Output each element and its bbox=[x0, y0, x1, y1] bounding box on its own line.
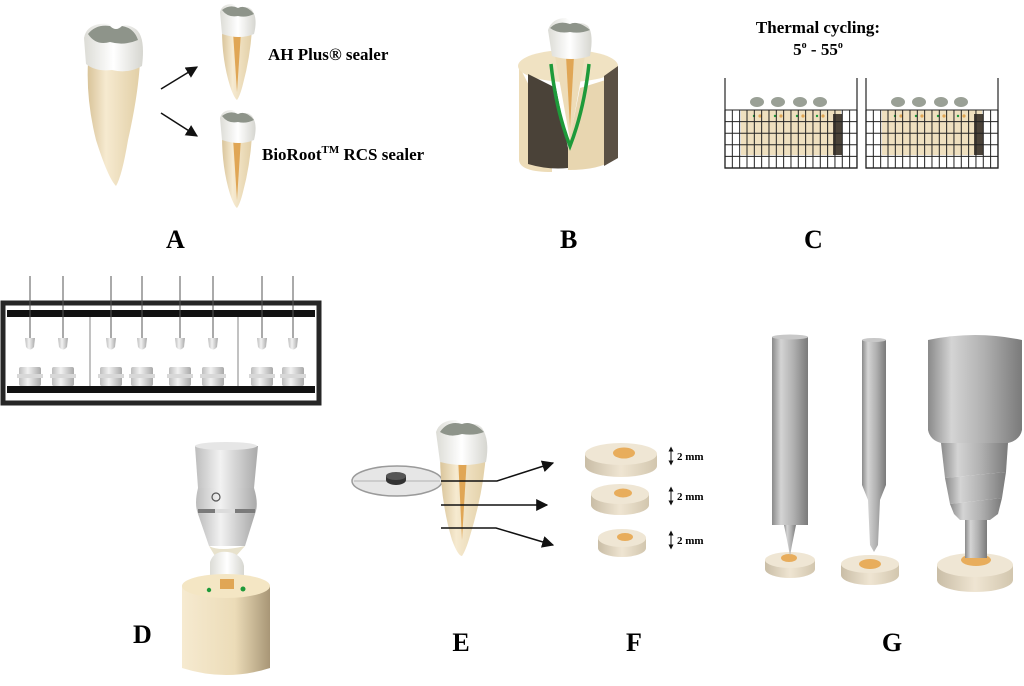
simulator-station bbox=[98, 276, 124, 386]
plunger-thin bbox=[765, 334, 815, 578]
tooth-crown bbox=[750, 97, 764, 107]
simulator-station bbox=[167, 276, 193, 386]
canal-dot bbox=[942, 114, 946, 118]
panel-letter-d: D bbox=[133, 620, 152, 649]
sealer-dot bbox=[773, 114, 777, 118]
panel-c: Thermal cycling: 5o - 55o C bbox=[724, 18, 999, 254]
panel-letter-e: E bbox=[452, 628, 469, 657]
simulator-stations bbox=[17, 276, 306, 386]
panel-f: 2 mm 2 mm 2 mm F bbox=[585, 443, 704, 657]
thermal-bath-cold bbox=[724, 78, 858, 169]
ahplus-label: AH Plus® sealer bbox=[268, 45, 389, 64]
thermal-bath-hot bbox=[865, 78, 999, 169]
block-shadow bbox=[833, 114, 842, 155]
panel-letter-f: F bbox=[626, 628, 642, 657]
thermal-cycling-range: 5o - 55o bbox=[793, 40, 843, 59]
diamond-disc-illustration bbox=[351, 465, 443, 497]
canal-dot bbox=[821, 114, 825, 118]
plunger-medium bbox=[841, 338, 899, 585]
sealer-dot bbox=[815, 114, 819, 118]
holder-ring bbox=[200, 374, 226, 378]
holder-ring bbox=[50, 374, 76, 378]
panel-b: B bbox=[518, 18, 618, 254]
bioroot-label: BioRootTM RCS sealer bbox=[262, 144, 425, 164]
holder-ring bbox=[249, 374, 275, 378]
sectioned-tooth-illustration bbox=[436, 420, 488, 556]
root-slice: 2 mm bbox=[598, 529, 704, 557]
antagonist-tip bbox=[106, 338, 116, 350]
holder-ring bbox=[129, 374, 155, 378]
bioroot-tooth-illustration bbox=[220, 110, 256, 208]
canal-core bbox=[613, 447, 635, 459]
arrow-to-bioroot bbox=[160, 112, 199, 137]
canal-dot bbox=[920, 114, 924, 118]
sealer-dot bbox=[936, 114, 940, 118]
embedding-cylinder bbox=[182, 574, 270, 675]
canal-dot bbox=[758, 114, 762, 118]
whole-tooth-illustration bbox=[84, 23, 143, 186]
holder-ring bbox=[280, 374, 306, 378]
plunger-wide bbox=[928, 335, 1022, 592]
simulator-station bbox=[50, 276, 76, 386]
thermal-cycling-title: Thermal cycling: bbox=[756, 18, 880, 37]
panel-a: AH Plus® sealer BioRootTM RCS sealer A bbox=[84, 4, 425, 254]
root-slice: 2 mm bbox=[585, 443, 704, 477]
holder-ring bbox=[98, 374, 124, 378]
tooth-crown bbox=[891, 97, 905, 107]
canal-dot bbox=[962, 114, 966, 118]
block-shadow bbox=[974, 114, 983, 155]
sealer-dot bbox=[956, 114, 960, 118]
antagonist-tip bbox=[175, 338, 185, 350]
slice-thickness-label: 2 mm bbox=[677, 451, 704, 463]
ahplus-tooth-illustration bbox=[220, 4, 256, 100]
loading-device-illustration bbox=[195, 442, 258, 590]
simulator-station bbox=[129, 276, 155, 386]
embedded-tooth-cylinder bbox=[518, 18, 618, 172]
root-slice: 2 mm bbox=[591, 484, 704, 515]
simulator-station bbox=[17, 276, 43, 386]
panel-letter-b: B bbox=[560, 225, 577, 254]
tooth-crown bbox=[771, 97, 785, 107]
antagonist-tip bbox=[137, 338, 147, 350]
antagonist-tip bbox=[288, 338, 298, 350]
antagonist-tip bbox=[257, 338, 267, 350]
canal-core bbox=[617, 533, 633, 541]
mesh-basket bbox=[724, 109, 858, 169]
canal-dot bbox=[899, 114, 903, 118]
panel-letter-c: C bbox=[804, 225, 823, 254]
simulator-station bbox=[200, 276, 226, 386]
sealer-dot bbox=[914, 114, 918, 118]
canal-core bbox=[614, 488, 632, 498]
arrow-to-ahplus bbox=[160, 66, 199, 90]
antagonist-tip bbox=[25, 338, 35, 350]
section-arrow-coronal bbox=[441, 460, 555, 482]
antagonist-tip bbox=[58, 338, 68, 350]
simulator-station bbox=[249, 276, 275, 386]
slice-thickness-label: 2 mm bbox=[677, 535, 704, 547]
panel-g: G bbox=[765, 334, 1022, 657]
antagonist-tip bbox=[208, 338, 218, 350]
section-arrow-apical bbox=[441, 527, 555, 548]
panel-letter-a: A bbox=[166, 225, 185, 254]
tooth-crown bbox=[813, 97, 827, 107]
panel-e: E bbox=[351, 420, 555, 657]
tooth-crown bbox=[954, 97, 968, 107]
tooth-crown bbox=[793, 97, 807, 107]
simulator-station bbox=[280, 276, 306, 386]
mesh-basket bbox=[865, 109, 999, 169]
canal-dot bbox=[779, 114, 783, 118]
panel-letter-g: G bbox=[882, 628, 902, 657]
tooth-crown bbox=[912, 97, 926, 107]
panel-d: D bbox=[0, 276, 322, 675]
chewing-simulator-frame bbox=[0, 300, 322, 406]
holder-ring bbox=[167, 374, 193, 378]
holder-ring bbox=[17, 374, 43, 378]
root-slices: 2 mm 2 mm 2 mm bbox=[585, 443, 704, 557]
canal-dot bbox=[801, 114, 805, 118]
sealer-dot bbox=[795, 114, 799, 118]
slice-thickness-label: 2 mm bbox=[677, 491, 704, 503]
tooth-crown bbox=[934, 97, 948, 107]
